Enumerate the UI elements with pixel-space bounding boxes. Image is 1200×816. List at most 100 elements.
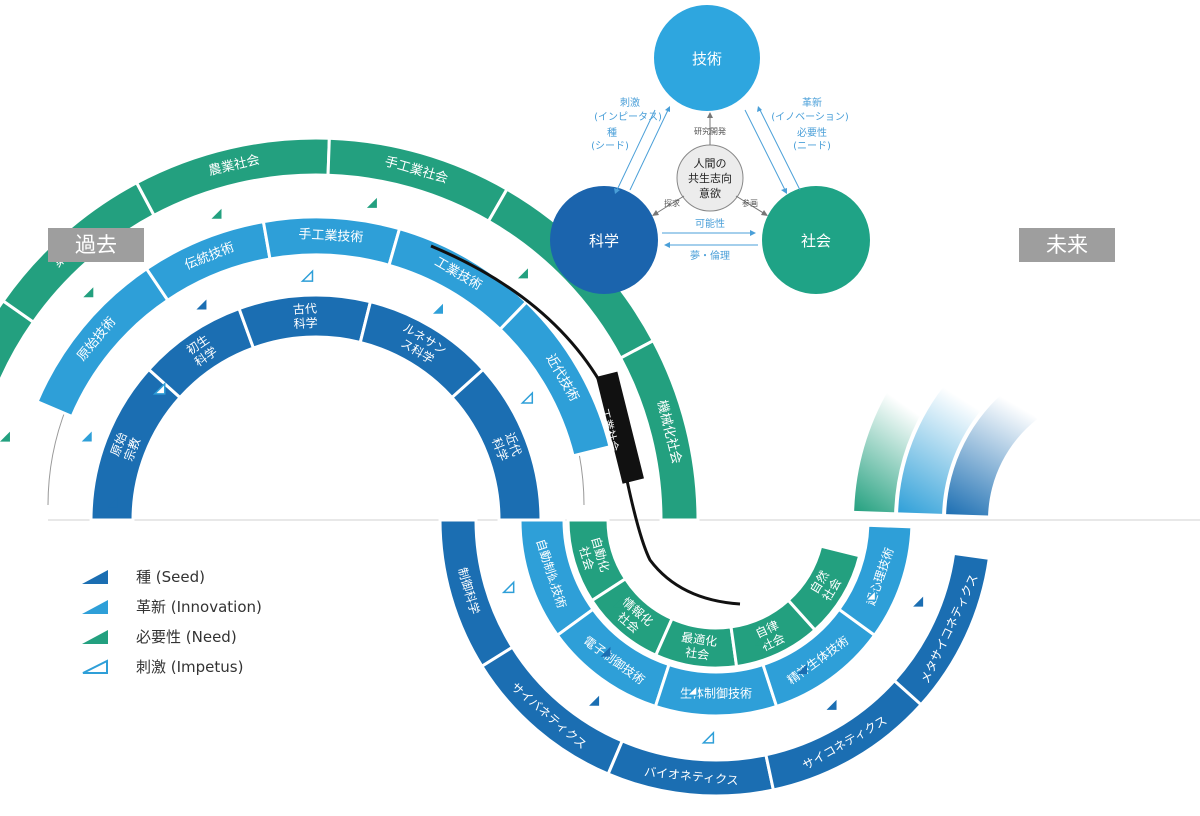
seed-arrow-head	[614, 188, 620, 194]
inquiry-label: 探求	[664, 198, 680, 208]
innovation-label: 革新	[802, 96, 822, 109]
flow-marker-2	[211, 208, 222, 219]
participation-label: 参画	[742, 198, 758, 208]
need-sub-label: (ニード)	[793, 141, 831, 152]
center-line-1: 人間の	[694, 157, 727, 170]
flow-marker-9	[433, 303, 443, 314]
dream-ethics-arrow-head	[664, 242, 670, 248]
society-upper-segment-3	[326, 136, 510, 224]
flow-marker-6	[81, 431, 92, 442]
technology-upper-segment-4	[497, 299, 612, 458]
technology-upper-segment-3	[387, 226, 529, 332]
participation-arrow-head	[761, 210, 768, 216]
center-line-2: 共生志向	[688, 171, 732, 185]
science-upper-segment-4	[449, 367, 543, 522]
possibility-arrow-head	[750, 230, 756, 236]
science-node	[550, 186, 658, 294]
technology-lower-segment-4	[836, 523, 914, 638]
technology-upper-segment-2	[261, 215, 402, 268]
flow-marker-23	[612, 597, 623, 608]
society-node-label: 社会	[801, 232, 831, 250]
era-future-label: 未来	[1019, 228, 1115, 262]
impetus-label: 刺激	[620, 96, 640, 109]
technology-upper-label-2: 手工業技術	[298, 226, 364, 245]
legend-label-innovation: 革新 (Innovation)	[136, 598, 262, 616]
science-lower-segment-4	[892, 551, 992, 707]
industrial-society-bar	[596, 371, 644, 484]
future-technology-fade	[898, 379, 983, 514]
legend-label-need: 必要性 (Need)	[136, 628, 237, 646]
participation-arrow	[735, 195, 766, 215]
impetus-arrow-head	[665, 106, 670, 112]
inquiry-arrow	[654, 195, 685, 215]
center-line-3: 意欲	[699, 186, 721, 200]
flow-marker-19	[589, 695, 600, 706]
impetus-arrow	[629, 109, 669, 191]
need-arrow-head	[757, 106, 762, 112]
flow-marker-7	[196, 299, 207, 310]
flow-marker-24	[754, 635, 765, 646]
society-lower-segment-4	[786, 544, 862, 633]
innovation-sub-label: (イノベーション)	[771, 111, 849, 123]
future-fade-arcs	[854, 379, 1038, 516]
impetus-triangle-icon	[82, 659, 108, 674]
flow-marker-10	[520, 391, 534, 404]
flow-marker-17	[863, 588, 877, 602]
flow-marker-14	[600, 646, 611, 657]
spiral-rings	[0, 136, 992, 798]
flow-marker-15	[685, 683, 698, 697]
seed-arrow	[616, 109, 656, 191]
flow-marker-21	[826, 699, 837, 710]
science-node-label: 科学	[589, 232, 619, 250]
flow-marker-16	[797, 663, 807, 674]
technology-node	[654, 5, 760, 111]
era-past-label: 過去	[48, 228, 144, 262]
flow-marker-12	[152, 382, 166, 395]
flow-marker-18	[501, 580, 515, 594]
flow-marker-11	[107, 497, 118, 508]
future-society-fade	[854, 389, 924, 513]
flow-marker-0	[0, 431, 10, 442]
possibility-label: 可能性	[695, 217, 725, 230]
science-upper-label-2: 古代科学	[293, 300, 319, 331]
technology-upper-segment-0	[35, 266, 170, 419]
society-upper-segment-5	[618, 338, 700, 522]
technology-lower-label-2: 生体制御技術	[680, 686, 752, 701]
seed-triangle-icon	[82, 570, 108, 584]
society-lower-label-2: 最適化社会	[678, 629, 718, 663]
society-upper-segment-0	[0, 298, 36, 386]
technology-node-label: 技術	[692, 50, 722, 68]
future-science-fade	[946, 386, 1038, 516]
flow-marker-1	[83, 287, 94, 298]
innovation-arrow-head	[781, 188, 787, 194]
technology-upper-segment-1	[144, 219, 272, 303]
flow-marker-3	[366, 197, 377, 208]
need-triangle-icon	[82, 630, 108, 644]
need-label: 必要性	[797, 126, 827, 139]
flow-marker-4	[517, 268, 528, 279]
need-arrow	[759, 109, 801, 191]
legend-label-impetus: 刺激 (Impetus)	[136, 658, 244, 676]
innovation-triangle-icon	[82, 600, 108, 614]
flow-marker-8	[300, 269, 314, 282]
flow-marker-20	[701, 731, 715, 744]
industrial-society-arc	[430, 244, 741, 606]
seed-sub-label: (シード)	[591, 141, 629, 152]
legend-label-seed: 種 (Seed)	[136, 568, 205, 586]
science-upper-segment-3	[358, 299, 486, 400]
innovation-arrow	[744, 109, 786, 191]
dream-ethics-label: 夢・倫理	[690, 249, 730, 262]
seed-label: 種	[607, 126, 617, 139]
impetus-sub-label: (インピータス)	[594, 111, 662, 123]
research-arrow-head	[707, 112, 713, 118]
science-upper-segment-0	[89, 367, 183, 522]
inquiry-arrow-head	[652, 210, 659, 216]
science-upper-segment-2	[237, 293, 373, 350]
flow-marker-13	[549, 573, 560, 584]
society-upper-segment-2	[134, 136, 331, 218]
research-label: 研究開発	[694, 126, 726, 136]
flow-marker-22	[913, 596, 924, 607]
society-node	[762, 186, 870, 294]
triangle-diagram: 技術 科学 社会 人間の 共生志向 意欲 研究開発 探求 参画 刺激 (インピー…	[550, 5, 870, 294]
